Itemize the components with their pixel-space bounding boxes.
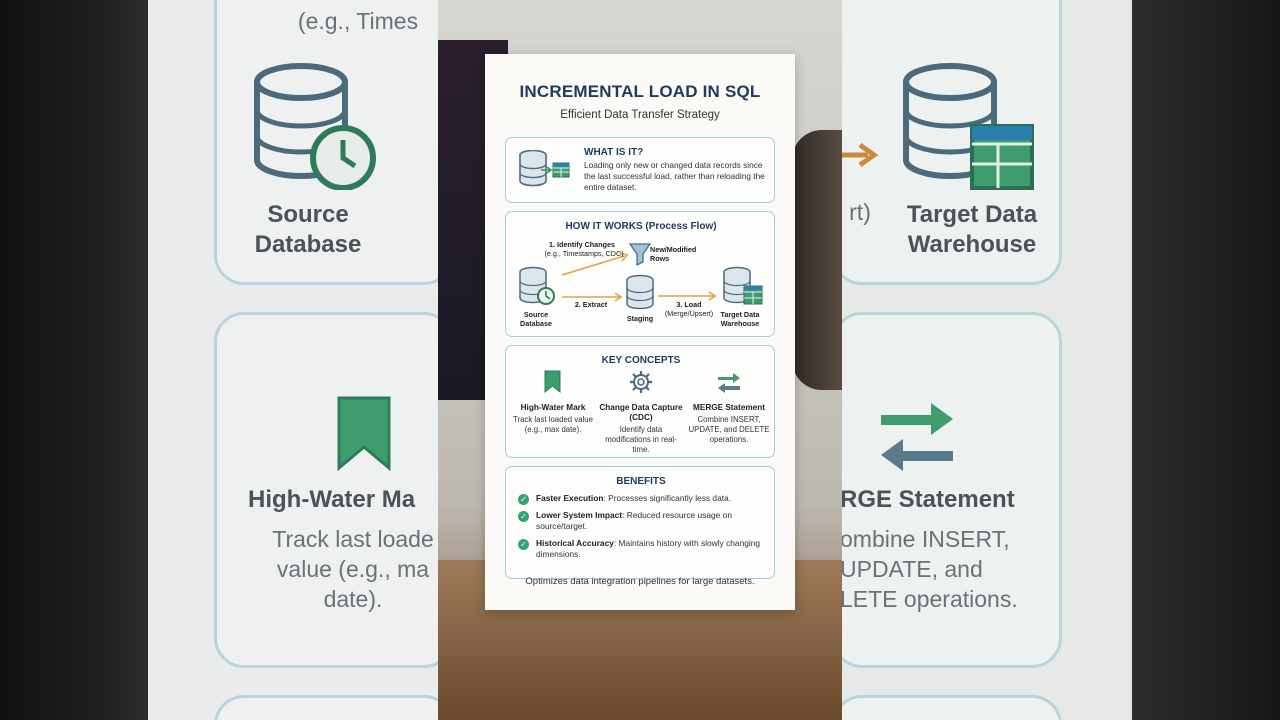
benefit-item: ✓ Lower System Impact: Reduced resource …: [518, 510, 768, 532]
source-database-icon: [519, 266, 555, 305]
funnel-icon: [628, 243, 652, 267]
benefit-title: Historical Accuracy: [536, 538, 614, 548]
background-dark-right: [1132, 0, 1280, 720]
staging-database-icon: [626, 274, 654, 310]
background-source-label: Source Database: [254, 201, 362, 258]
step1-label: 1. Identify Changes: [549, 240, 615, 249]
benefit-title: Faster Execution: [536, 493, 604, 503]
background-merge-title: RGE Statement: [840, 486, 1015, 513]
benefit-item: ✓ Historical Accuracy: Maintains history…: [518, 538, 768, 560]
infographic-subtitle: Efficient Data Transfer Strategy: [560, 109, 720, 121]
concept-desc: Combine INSERT, UPDATE, and DELETE opera…: [688, 415, 770, 444]
background-swap-icon: [881, 403, 953, 471]
benefit-title: Lower System Impact: [536, 510, 623, 520]
step3-sublabel: (Merge/Upsert): [664, 309, 714, 318]
background-merge-desc: ombine INSERT, UPDATE, and LETE operatio…: [840, 526, 1018, 612]
background-bottom-box-right: [832, 695, 1062, 720]
infographic-card: INCREMENTAL LOAD IN SQL Efficient Data T…: [485, 54, 795, 610]
infographic-title: INCREMENTAL LOAD IN SQL: [519, 82, 761, 101]
concept-title: Change Data Capture (CDC): [599, 403, 683, 422]
concept-high-water-mark: High-Water Mark Track last loaded value …: [510, 370, 596, 435]
benefit-text: : Maintains history with slowly changing…: [536, 538, 761, 559]
concepts-heading: KEY CONCEPTS: [601, 355, 681, 366]
step1-sublabel: (e.g., Timestamps, CDC): [544, 249, 624, 258]
background-bottom-box-left: [214, 695, 454, 720]
check-icon: ✓: [518, 511, 529, 522]
database-transfer-icon: [519, 150, 570, 187]
benefits-section: BENEFITS ✓ Faster Execution: Processes s…: [505, 466, 775, 579]
staging-label: Staging: [626, 314, 654, 323]
concept-desc: Identify data modifications in real-time…: [605, 425, 677, 454]
concept-desc: Track last loaded value (e.g., max date)…: [513, 415, 593, 434]
benefit-item: ✓ Faster Execution: Processes significan…: [518, 493, 768, 505]
background-step-fragment: rt): [849, 199, 871, 225]
how-section: HOW IT WORKS (Process Flow): [505, 211, 775, 337]
how-heading: HOW IT WORKS (Process Flow): [565, 221, 717, 232]
benefits-heading: BENEFITS: [616, 476, 666, 487]
background-right-panel: rt) Target Data Warehouse RGE Statement …: [832, 0, 1132, 720]
concept-merge: MERGE Statement Combine INSERT, UPDATE, …: [686, 370, 772, 445]
concept-title: High-Water Mark: [520, 403, 586, 412]
background-arrow-icon: [842, 142, 879, 168]
bookmark-icon: [544, 370, 561, 394]
target-label: Target Data Warehouse: [720, 310, 760, 328]
background-warehouse-icon: [903, 63, 1034, 190]
background-bookmark-icon: [337, 396, 391, 471]
background-merge-box: [832, 312, 1062, 668]
concept-title: MERGE Statement: [693, 403, 765, 412]
benefit-text: : Processes significantly less data.: [603, 493, 732, 503]
background-hwm-box: [214, 312, 454, 668]
benefit-text: : Reduced resource usage on source/targe…: [536, 510, 732, 531]
infographic-footer: Optimizes data integration pipelines for…: [525, 576, 755, 587]
person-arm: [792, 130, 842, 390]
check-icon: ✓: [518, 494, 529, 505]
what-section: WHAT IS IT? Loading only new or changed …: [505, 137, 775, 203]
background-target-label: Target Data Warehouse: [906, 201, 1038, 258]
check-icon: ✓: [518, 539, 529, 550]
gear-icon: [630, 371, 652, 393]
background-left-panel: (e.g., Times Source Database High-Water …: [148, 0, 454, 720]
background-hwm-title: High-Water Ma: [248, 486, 416, 513]
source-label: Source Database: [520, 310, 552, 328]
background-top-fragment: (e.g., Times: [297, 8, 419, 34]
swap-arrows-icon: [718, 373, 740, 393]
background-hwm-desc: Track last loade value (e.g., ma date).: [272, 526, 434, 612]
background-database-icon: [254, 63, 376, 190]
step2-label: 2. Extract: [574, 300, 608, 309]
process-flow-diagram: [519, 243, 763, 310]
what-heading: WHAT IS IT?: [584, 147, 644, 158]
step3-label: 3. Load: [676, 300, 702, 309]
new-rows-label: New/Modified Rows: [650, 245, 697, 263]
concepts-section: KEY CONCEPTS High-Water Mark Track last …: [505, 345, 775, 458]
what-body: Loading only new or changed data records…: [584, 160, 765, 192]
background-dark-left: [0, 0, 148, 720]
target-warehouse-icon: [723, 266, 763, 305]
concept-cdc: Change Data Capture (CDC) Identify data …: [598, 370, 684, 455]
